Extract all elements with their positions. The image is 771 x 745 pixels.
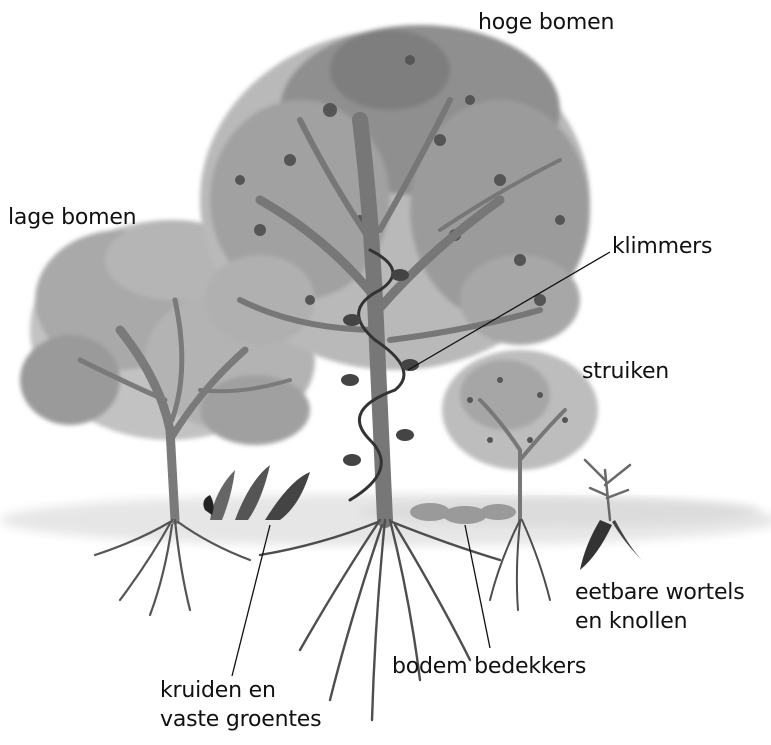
label-herbs: kruiden en vaste groentes bbox=[160, 676, 321, 734]
label-shrubs-text: struiken bbox=[582, 357, 669, 386]
label-climbers-text: klimmers bbox=[612, 232, 712, 261]
label-low-trees-text: lage bomen bbox=[8, 203, 136, 232]
label-edible-roots: eetbare wortels en knollen bbox=[575, 578, 744, 636]
shrub bbox=[442, 350, 598, 610]
label-ground-cover-text: bodem bedekkers bbox=[392, 652, 586, 681]
label-herbs-line1: kruiden en bbox=[160, 676, 321, 705]
label-high-trees: hoge bomen bbox=[478, 8, 614, 37]
label-edible-roots-line2: en knollen bbox=[575, 607, 744, 636]
label-climbers: klimmers bbox=[612, 232, 712, 261]
label-edible-roots-line1: eetbare wortels bbox=[575, 578, 744, 607]
label-high-trees-text: hoge bomen bbox=[478, 8, 614, 37]
label-shrubs: struiken bbox=[582, 357, 669, 386]
label-low-trees: lage bomen bbox=[8, 203, 136, 232]
label-herbs-line2: vaste groentes bbox=[160, 705, 321, 734]
herbs-pointer bbox=[232, 525, 270, 676]
label-ground-cover: bodem bedekkers bbox=[392, 652, 586, 681]
